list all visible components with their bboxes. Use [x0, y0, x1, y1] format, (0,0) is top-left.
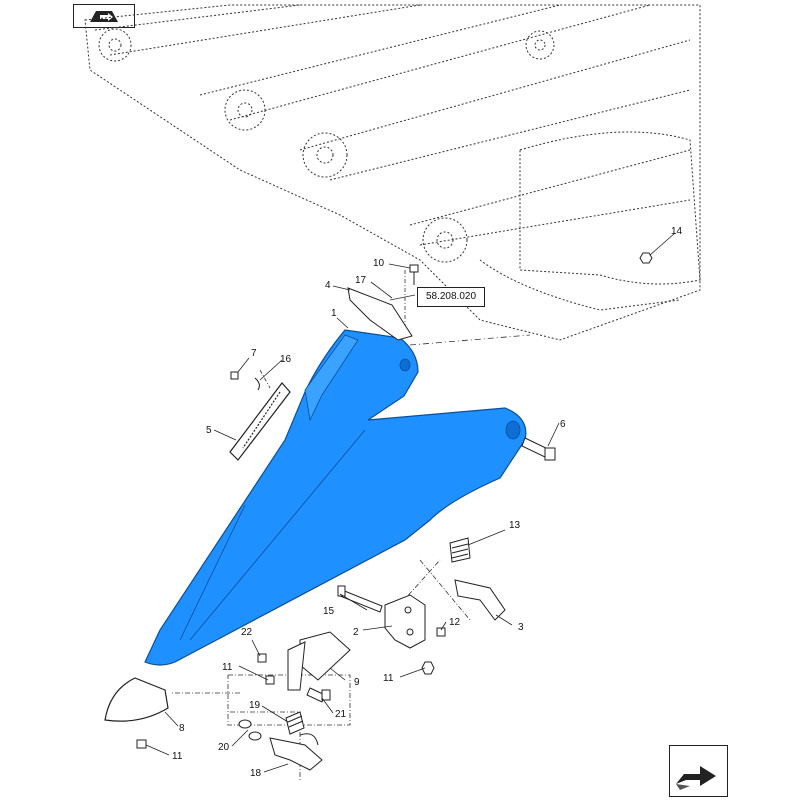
nut-part-14 — [639, 252, 653, 264]
nut-part-22 — [257, 653, 267, 663]
callout-labels: 1 2 3 4 5 6 7 8 9 10 11 11 11 12 13 14 1… — [172, 226, 683, 779]
bolt-part-11-bottom — [136, 739, 147, 749]
bolt-part-11-left — [265, 675, 275, 685]
header-chain-assembly-outline — [84, 4, 701, 341]
callout-6: 6 — [560, 419, 566, 430]
bolt-part-6 — [521, 437, 556, 461]
callout-11-left: 11 — [222, 662, 233, 673]
callout-17: 17 — [355, 275, 367, 286]
callout-1: 1 — [331, 308, 337, 319]
bolt-part-10 — [409, 264, 419, 285]
spring-part-19 — [285, 711, 305, 735]
seal-strip-part-5 — [229, 382, 291, 461]
callout-16: 16 — [280, 354, 292, 365]
callout-21: 21 — [335, 709, 347, 720]
crop-divider-part-1[interactable] — [144, 329, 527, 666]
callout-8: 8 — [179, 723, 185, 734]
callout-11-right: 11 — [383, 673, 394, 684]
deflector-part-9 — [287, 631, 351, 691]
callout-11-bottom: 11 — [172, 751, 183, 762]
lever-part-18 — [269, 733, 323, 771]
callout-18: 18 — [250, 768, 262, 779]
next-page-arrow-icon[interactable] — [669, 745, 728, 797]
next-page-arrow-glyph — [676, 766, 716, 790]
washer-part-20 — [238, 719, 262, 741]
callout-2: 2 — [353, 627, 359, 638]
spring-part-13 — [449, 537, 471, 563]
callout-10: 10 — [373, 258, 385, 269]
callout-9: 9 — [354, 677, 360, 688]
nut-part-12 — [436, 627, 446, 637]
reference-link-58-208-020[interactable]: 58.208.020 — [417, 287, 485, 307]
sprocket-gears — [98, 28, 555, 263]
callout-7: 7 — [251, 348, 257, 359]
callout-12: 12 — [449, 617, 461, 628]
nut-part-11-right — [421, 661, 435, 675]
callout-15: 15 — [323, 606, 335, 617]
callout-4: 4 — [325, 280, 331, 291]
callout-5: 5 — [206, 425, 212, 436]
tip-cone-part-8 — [104, 677, 169, 722]
callout-3: 3 — [518, 622, 524, 633]
clip-part-16 — [254, 377, 260, 391]
callout-20: 20 — [218, 742, 230, 753]
pin-part-15 — [337, 585, 383, 613]
callout-22: 22 — [241, 627, 253, 638]
plate-part-4 — [347, 287, 413, 341]
bolt-part-7 — [230, 371, 239, 380]
bolt-part-21 — [306, 687, 331, 703]
bracket-part-3 — [454, 579, 506, 621]
callout-19: 19 — [249, 700, 261, 711]
callout-14: 14 — [671, 226, 683, 237]
bracket-part-2 — [384, 594, 426, 649]
callout-13: 13 — [509, 520, 521, 531]
callout-leaders — [145, 232, 676, 773]
